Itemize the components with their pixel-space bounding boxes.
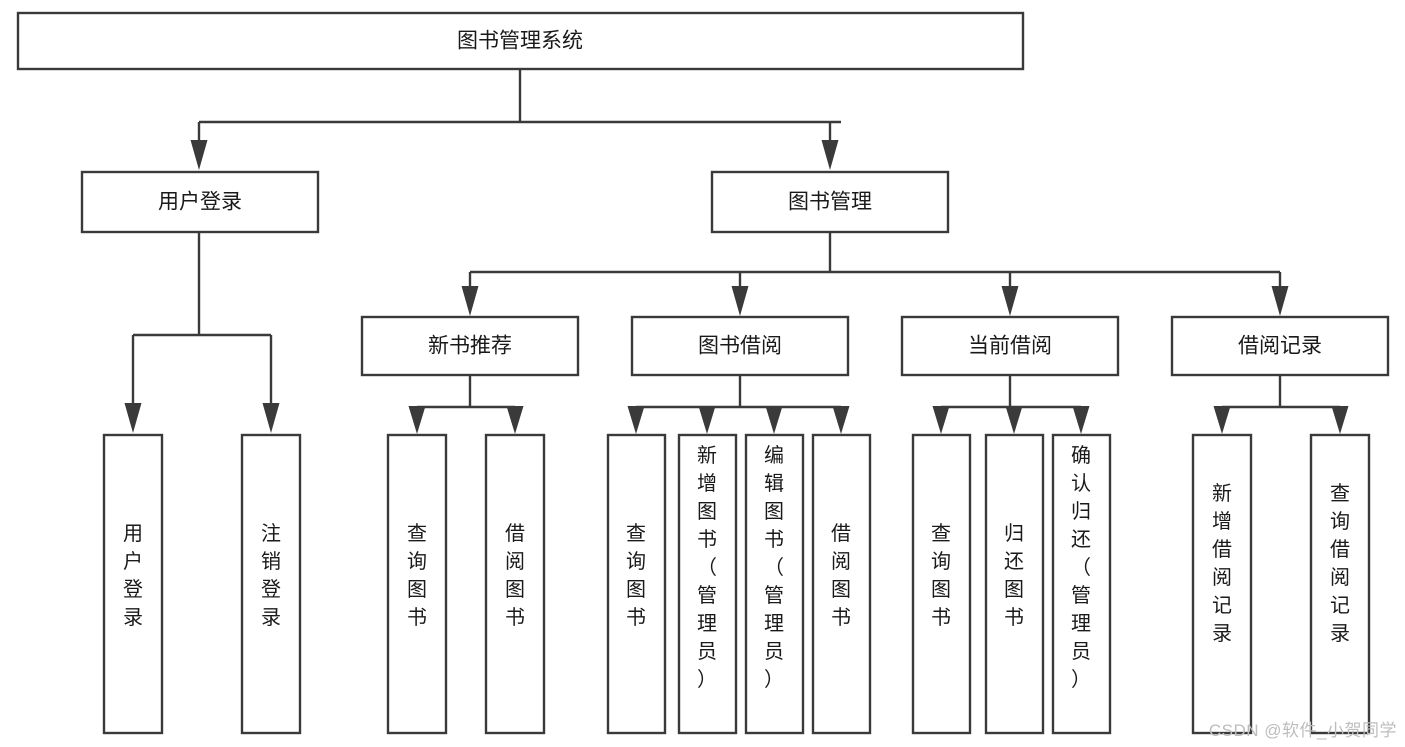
node-root-system-label: 图书管理系统 (457, 30, 583, 53)
leaf-current-borrow-2[interactable]: 归还图书 (984, 433, 1045, 735)
leaf-book-borrow-1-label: 查询图书 (626, 522, 646, 629)
leaf-current-borrow-3-box[interactable] (1051, 433, 1112, 735)
leaf-borrow-record-1-box[interactable] (1191, 433, 1253, 735)
leaf-current-borrow-1-box[interactable] (911, 433, 972, 735)
arrow-borrow-record-leaf-2-icon (1331, 406, 1349, 434)
leaf-new-book-1[interactable]: 查询图书 (386, 433, 448, 735)
arrow-to-new-book-recommend-icon (461, 286, 479, 316)
node-book-borrow[interactable]: 图书借阅 (630, 315, 850, 377)
leaf-new-book-1-label: 查询图书 (407, 522, 427, 629)
arrow-to-current-borrow-icon (1001, 286, 1019, 316)
node-book-manage[interactable]: 图书管理 (710, 170, 950, 234)
leaf-borrow-record-2-box[interactable] (1309, 433, 1371, 735)
arrow-root-to-book-manage-icon (821, 140, 839, 170)
node-root-system[interactable]: 图书管理系统 (16, 11, 1025, 71)
node-current-borrow[interactable]: 当前借阅 (900, 315, 1120, 377)
leaf-user-login-2[interactable]: 注销登录 (240, 433, 302, 735)
arrow-user-login-leaf-2-icon (262, 403, 280, 433)
leaf-borrow-record-2[interactable]: 查询借阅记录 (1309, 433, 1371, 735)
leaf-book-borrow-1[interactable]: 查询图书 (606, 433, 667, 735)
leaf-new-book-2-box[interactable] (484, 433, 546, 735)
leaf-user-login-1-label: 用户登录 (123, 523, 143, 629)
leaf-book-borrow-2-box[interactable] (677, 433, 738, 735)
leaf-book-borrow-4[interactable]: 借阅图书 (811, 433, 872, 735)
leaf-book-borrow-4-label: 借阅图书 (831, 522, 851, 629)
leaf-new-book-1-box[interactable] (386, 433, 448, 735)
node-borrow-record[interactable]: 借阅记录 (1170, 315, 1390, 377)
leaf-book-borrow-4-box[interactable] (811, 433, 872, 735)
arrow-user-login-leaf-1-icon (124, 403, 142, 433)
leaf-new-book-2-label: 借阅图书 (505, 522, 525, 629)
leaf-book-borrow-3[interactable]: 编辑图书（管理员） (744, 433, 805, 735)
arrow-root-to-user-login-icon (190, 140, 208, 170)
leaf-borrow-record-1[interactable]: 新增借阅记录 (1191, 433, 1253, 735)
leaf-new-book-2[interactable]: 借阅图书 (484, 433, 546, 735)
leaf-current-borrow-2-label: 归还图书 (1004, 522, 1024, 629)
node-book-manage-label: 图书管理 (788, 191, 872, 214)
leaf-user-login-1-box[interactable] (102, 433, 164, 735)
leaf-current-borrow-3[interactable]: 确认归还（管理员） (1051, 433, 1112, 735)
leaf-current-borrow-3-label: 确认归还（管理员） (1071, 444, 1091, 691)
node-borrow-record-box[interactable] (1170, 315, 1390, 377)
node-book-borrow-box[interactable] (630, 315, 850, 377)
node-root-system-box[interactable] (16, 11, 1025, 71)
leaf-borrow-record-2-label: 查询借阅记录 (1330, 482, 1350, 645)
arrow-book-borrow-leaf-2-icon (698, 406, 716, 434)
node-current-borrow-box[interactable] (900, 315, 1120, 377)
leaf-book-borrow-2-label: 新增图书（管理员） (697, 444, 717, 691)
node-new-book-recommend-label: 新书推荐 (428, 335, 512, 358)
node-book-borrow-label: 图书借阅 (698, 335, 782, 358)
arrow-borrow-record-leaf-1-icon (1213, 406, 1231, 434)
connector-layer (124, 69, 1349, 434)
leaf-book-borrow-1-box[interactable] (606, 433, 667, 735)
node-current-borrow-label: 当前借阅 (968, 335, 1052, 358)
leaf-current-borrow-1[interactable]: 查询图书 (911, 433, 972, 735)
node-book-manage-box[interactable] (710, 170, 950, 234)
arrow-current-borrow-leaf-3-icon (1072, 406, 1090, 434)
arrow-to-borrow-record-icon (1271, 286, 1289, 316)
arrow-book-borrow-leaf-3-icon (765, 406, 783, 434)
leaf-borrow-record-1-label: 新增借阅记录 (1212, 482, 1232, 645)
arrow-current-borrow-leaf-2-icon (1005, 406, 1023, 434)
node-user-login-box[interactable] (80, 170, 320, 234)
node-new-book-recommend-box[interactable] (360, 315, 580, 377)
node-user-login-label: 用户登录 (158, 191, 242, 214)
leaf-user-login-2-box[interactable] (240, 433, 302, 735)
arrow-to-book-borrow-icon (731, 286, 749, 316)
arrow-book-borrow-leaf-4-icon (832, 406, 850, 434)
arrow-new-book-leaf-2-icon (506, 406, 524, 434)
node-new-book-recommend[interactable]: 新书推荐 (360, 315, 580, 377)
node-user-login[interactable]: 用户登录 (80, 170, 320, 234)
leaf-user-login-1[interactable]: 用户登录 (102, 433, 164, 735)
leaf-book-borrow-3-box[interactable] (744, 433, 805, 735)
leaf-book-borrow-3-label: 编辑图书（管理员） (764, 444, 784, 691)
node-borrow-record-label: 借阅记录 (1238, 335, 1322, 358)
leaf-user-login-2-label: 注销登录 (261, 522, 281, 629)
arrow-current-borrow-leaf-1-icon (932, 406, 950, 434)
leaf-book-borrow-2[interactable]: 新增图书（管理员） (677, 433, 738, 735)
leaf-current-borrow-1-label: 查询图书 (931, 522, 951, 629)
arrow-new-book-leaf-1-icon (408, 406, 426, 434)
arrow-book-borrow-leaf-1-icon (627, 406, 645, 434)
leaf-current-borrow-2-box[interactable] (984, 433, 1045, 735)
